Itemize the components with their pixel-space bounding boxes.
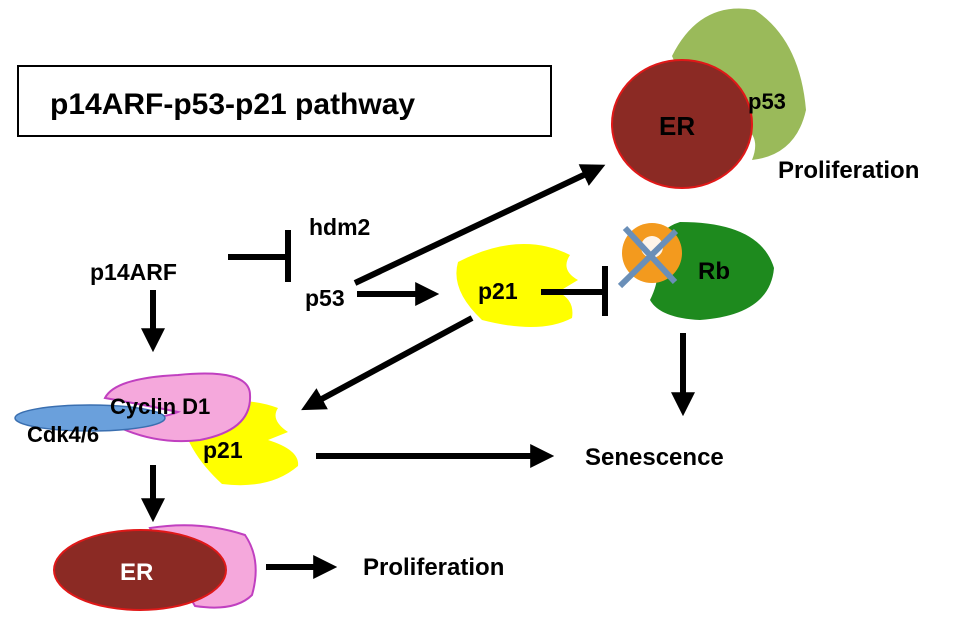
er-shape-top bbox=[611, 59, 753, 189]
title-box bbox=[17, 65, 552, 137]
diagram-title: p14ARF-p53-p21 pathway bbox=[50, 88, 415, 121]
hdm2-label: hdm2 bbox=[309, 214, 370, 240]
er-label-top: ER bbox=[659, 111, 695, 141]
proliferation-top-label: Proliferation bbox=[778, 157, 919, 184]
cdk46-shape bbox=[14, 404, 166, 432]
proliferation-bottom-label: Proliferation bbox=[363, 554, 504, 581]
er-label-bottom: ER bbox=[120, 559, 153, 586]
p21-shape-top bbox=[456, 244, 578, 328]
arrow-p21-to-cyclin bbox=[301, 315, 474, 411]
rb-label: Rb bbox=[698, 258, 730, 285]
cyclin-d1-label: Cyclin D1 bbox=[110, 394, 210, 419]
p53-label: p53 bbox=[305, 285, 345, 311]
p21-top-label: p21 bbox=[478, 278, 518, 304]
cross-line-2 bbox=[617, 228, 679, 289]
cdk46-label: Cdk4/6 bbox=[27, 422, 99, 447]
p14arf-label: p14ARF bbox=[90, 259, 177, 285]
p53-complex-label: p53 bbox=[748, 89, 786, 114]
senescence-label: Senescence bbox=[585, 444, 724, 471]
p53-shape-top bbox=[672, 8, 806, 160]
er-shape-bottom bbox=[53, 529, 227, 611]
p21-bottom-label: p21 bbox=[203, 437, 243, 463]
arrow-p53-to-er bbox=[353, 164, 606, 286]
